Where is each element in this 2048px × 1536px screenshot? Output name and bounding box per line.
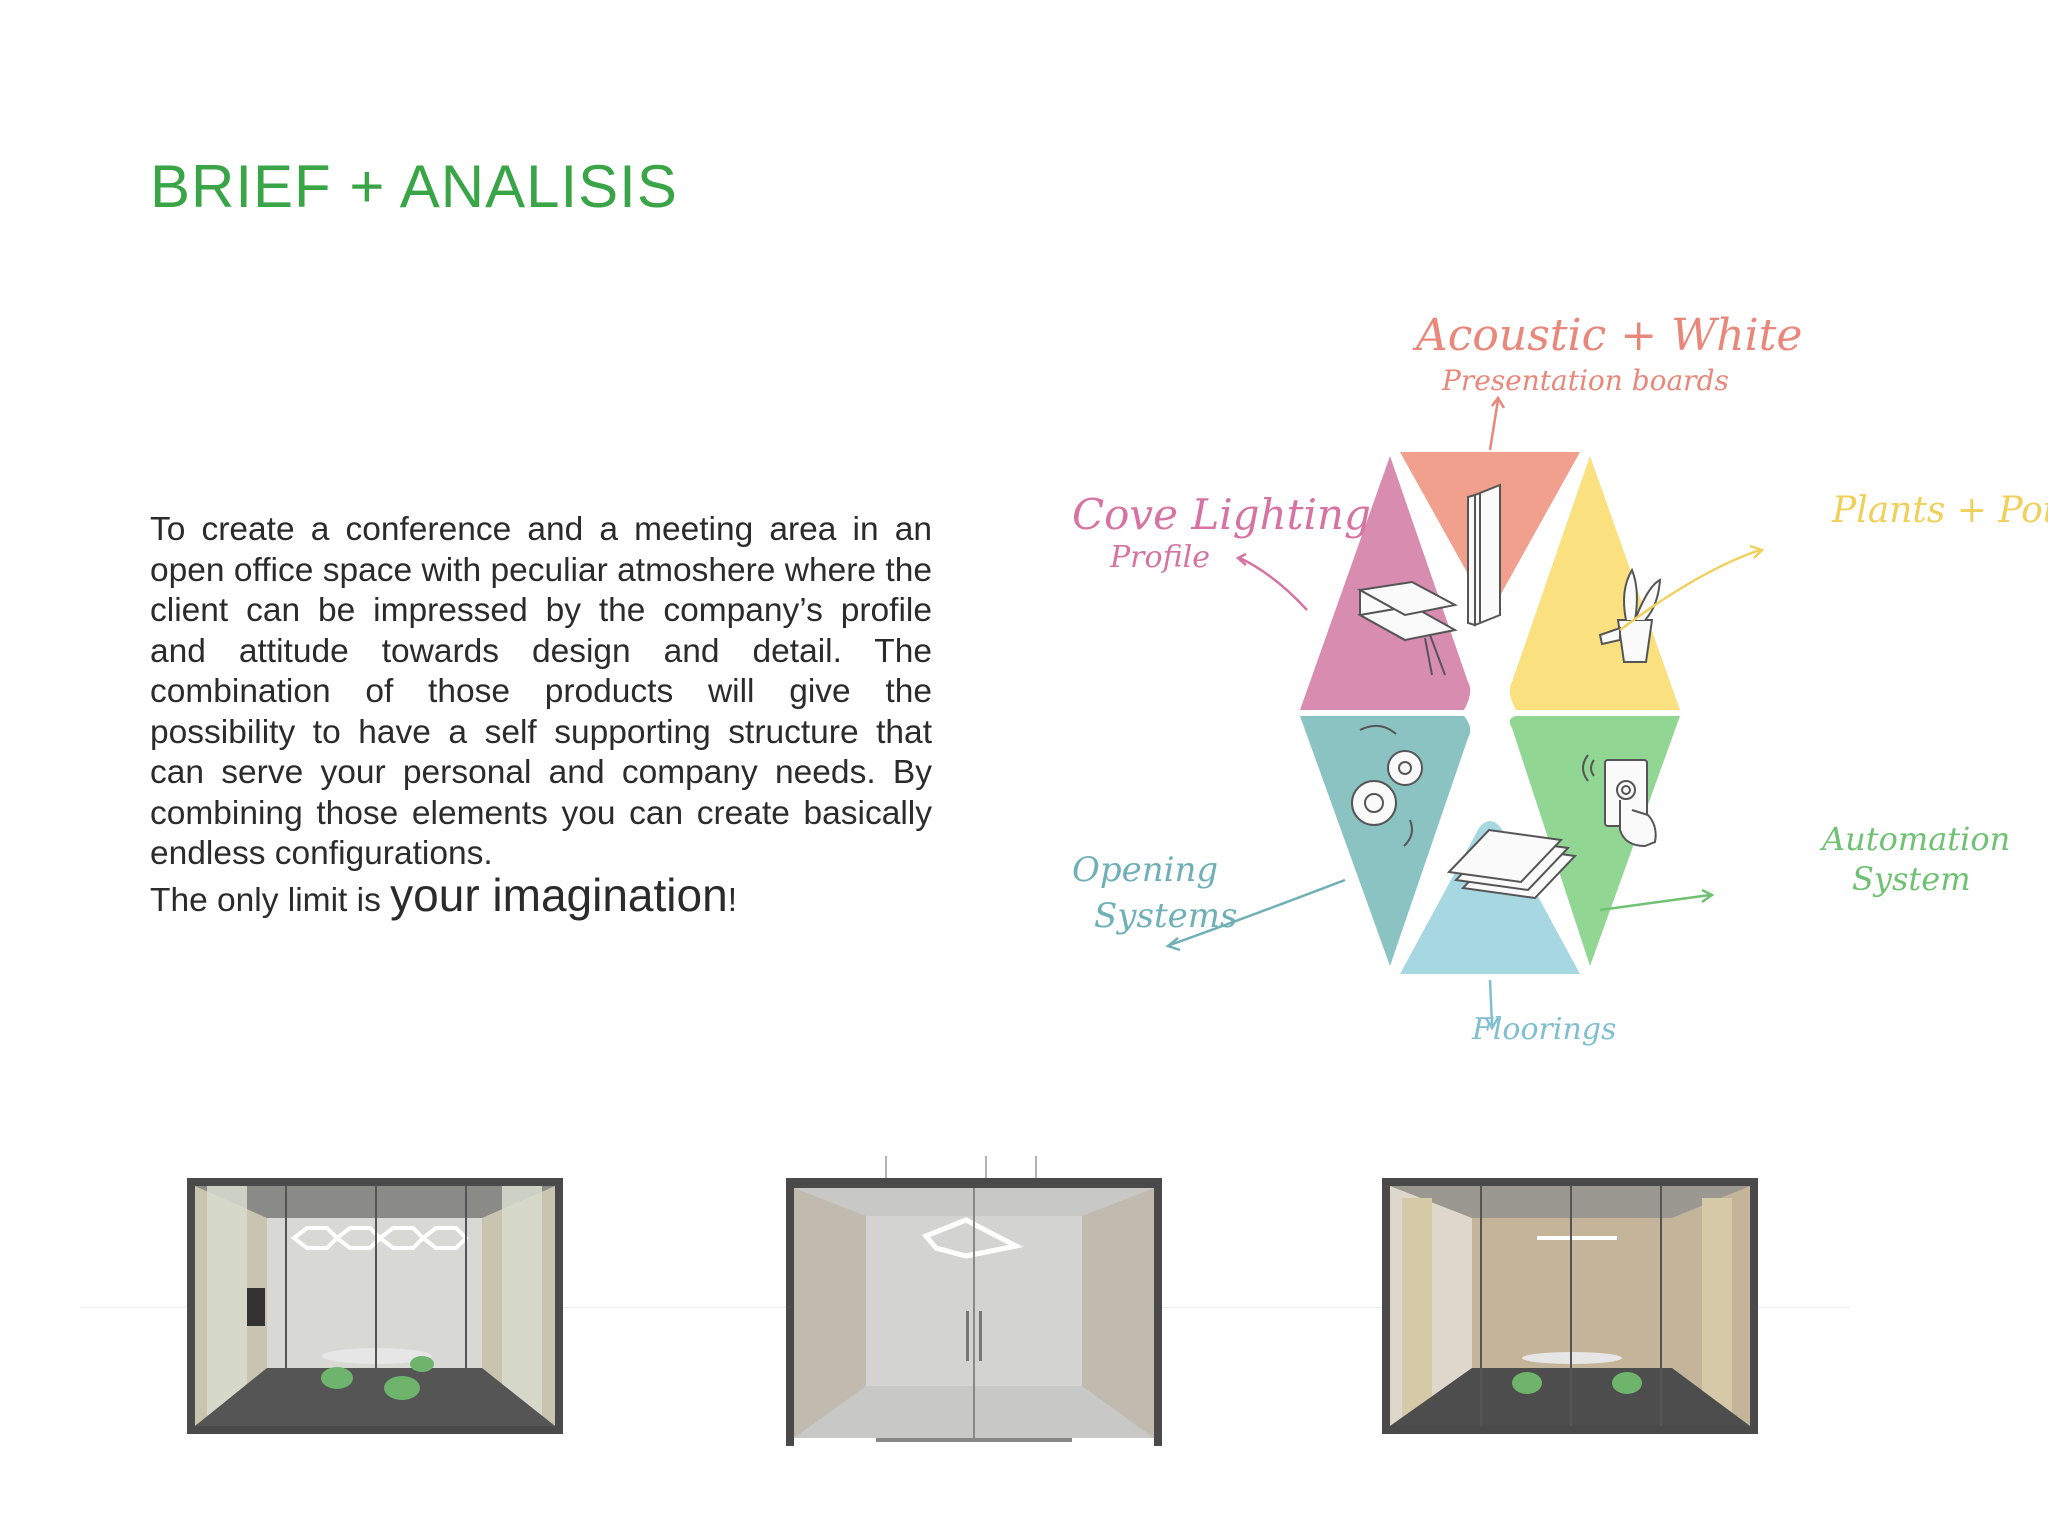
- label-cove-sub: Profile: [1110, 540, 1210, 575]
- page-title: BRIEF + ANALISIS: [150, 153, 678, 220]
- brief-body: To create a conference and a meeting are…: [150, 511, 932, 872]
- gears-icon: [1351, 724, 1423, 847]
- product-hexagon-diagram: Acoustic + White Presentation boards Pla…: [1060, 290, 2048, 1090]
- arrow-cove-head: [1235, 552, 1247, 566]
- conference-room-render-icon: [187, 1178, 563, 1434]
- label-opening: Opening: [1072, 850, 1219, 890]
- label-opening-sub: Systems: [1094, 896, 1238, 936]
- label-automation-sub: System: [1852, 860, 1971, 898]
- arrow-floorings-head: [1484, 1017, 1500, 1031]
- limit-suffix: !: [727, 881, 737, 919]
- label-floorings: Floorings: [1472, 1012, 1617, 1047]
- arrow-floorings: [1488, 979, 1494, 1026]
- arrow-plants-head: [1749, 544, 1765, 559]
- arrow-acoustic-head: [1491, 395, 1506, 409]
- label-acoustic-sub: Presentation boards: [1442, 364, 1729, 397]
- acoustic-boards-icon: [1467, 483, 1501, 627]
- label-acoustic: Acoustic + White: [1416, 310, 1803, 361]
- annotation-arrows: [1165, 395, 1765, 1031]
- segment-opening: [1300, 716, 1471, 966]
- limit-emphasis: your imagination: [390, 868, 728, 921]
- segment-cove: [1300, 456, 1471, 710]
- arrow-opening-head: [1165, 937, 1181, 952]
- cove-profile-icon: [1356, 580, 1458, 676]
- arrow-automation-head: [1701, 888, 1715, 904]
- flooring-tiles-icon: [1446, 828, 1578, 900]
- hexagon-svg: [1165, 395, 1765, 1031]
- limit-prefix: The only limit is: [150, 881, 391, 919]
- touch-panel-icon: [1582, 754, 1657, 848]
- arrow-automation: [1599, 893, 1711, 912]
- label-automation: Automation: [1822, 820, 2011, 858]
- meeting-room-side-render-icon: [1382, 1158, 1758, 1434]
- arrow-plants: [1619, 548, 1761, 632]
- arrow-cove: [1239, 556, 1308, 611]
- label-plants: Plants + Pots: [1832, 490, 2048, 531]
- segment-floorings: [1400, 821, 1580, 974]
- brief-closing-line: The only limit is your imagination!: [150, 872, 932, 922]
- plant-pot-icon: [1598, 567, 1662, 663]
- brief-text: To create a conference and a meeting are…: [150, 510, 932, 921]
- arrow-opening: [1169, 878, 1346, 947]
- label-cove: Cove Lighting: [1072, 490, 1371, 539]
- arrow-acoustic: [1488, 399, 1500, 451]
- glass-entrance-render-icon: [786, 1156, 1162, 1446]
